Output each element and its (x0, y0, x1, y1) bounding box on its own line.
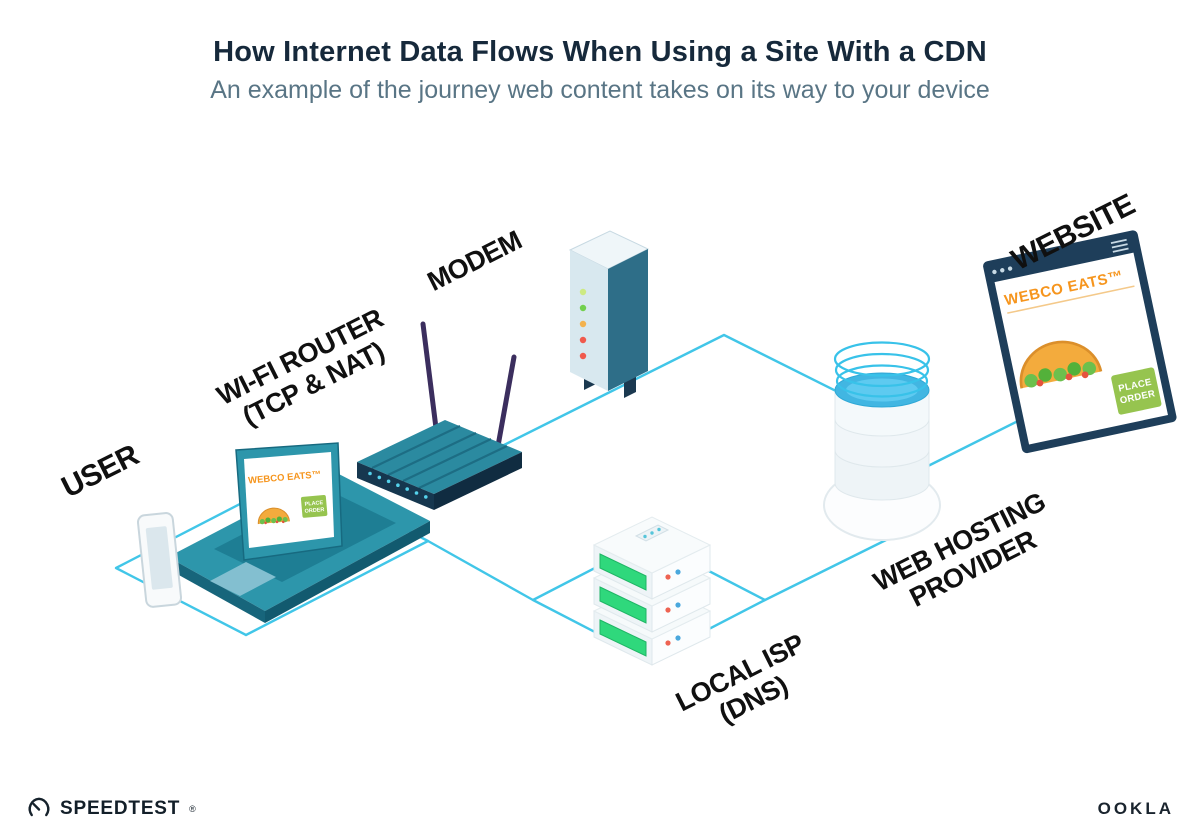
hosting-rings (833, 341, 931, 398)
user-device: WEBCO EATS™ PLACE ORDER (136, 442, 430, 623)
web-hosting-db (823, 341, 941, 541)
router-top (357, 420, 522, 494)
router-front-left (357, 462, 434, 510)
isp-server (592, 516, 712, 666)
router-front-right (434, 452, 522, 510)
modem-leds (579, 288, 587, 360)
db-water-inner (846, 378, 918, 402)
server-vent-dots (643, 527, 661, 539)
page-title: How Internet Data Flows When Using a Sit… (213, 36, 987, 68)
phone (136, 512, 183, 608)
page-subtitle: An example of the journey web content ta… (210, 76, 990, 104)
website-brand-rule (1007, 285, 1135, 314)
hosting-website-line (919, 417, 1023, 472)
speedtest-wordmark: SPEEDTEST (60, 798, 181, 819)
ookla-wordmark: OOKLA (1097, 799, 1174, 818)
laptop-order-line1: PLACE (304, 500, 323, 508)
modem-side (608, 249, 648, 391)
label-modem: MODEM (423, 225, 527, 297)
browser-window-controls[interactable] (992, 266, 1013, 275)
laptop-screen (244, 452, 334, 548)
router-leds (368, 471, 428, 499)
speedtest-logo: SPEEDTEST ® (26, 796, 196, 822)
place-order-button[interactable] (1111, 367, 1162, 415)
website-browser: WEBCO EATS™ PLACE ORDER (983, 230, 1177, 454)
router-modem-hosting-line (437, 333, 881, 480)
user-isp-line (427, 539, 534, 602)
server-slab-top (592, 516, 712, 600)
router-ridges (371, 425, 508, 489)
laptop-trackpad (210, 562, 276, 596)
menu-icon[interactable] (1110, 238, 1129, 253)
laptop-edge-right (265, 521, 430, 623)
label-router: WI-FI ROUTER (TCP & NAT) (212, 303, 389, 432)
speedtest-trademark: ® (189, 804, 196, 814)
header: How Internet Data Flows When Using a Sit… (0, 0, 1200, 105)
phone-screen (145, 526, 173, 590)
speedtest-gauge-icon (28, 797, 50, 817)
router-antenna-left (420, 321, 440, 439)
laptop-order-line2: ORDER (304, 507, 324, 515)
laptop-edge-left (168, 557, 265, 623)
label-user: USER (56, 438, 144, 504)
modem-front (570, 250, 608, 391)
modem (568, 230, 650, 398)
isp-hosting-line (764, 537, 889, 602)
laptop-order-button[interactable] (300, 495, 328, 518)
wifi-router (357, 321, 522, 510)
router-antenna-right (495, 354, 517, 449)
footer: SPEEDTEST ® OOKLA (26, 796, 1174, 822)
